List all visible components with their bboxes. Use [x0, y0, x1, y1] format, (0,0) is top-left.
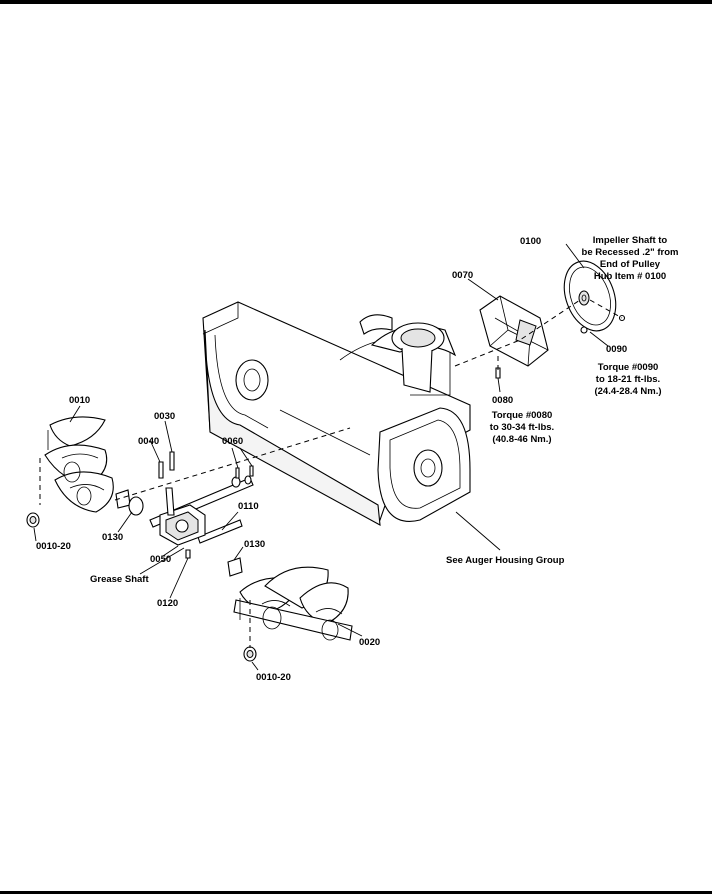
note-torque-0080-line-3: (40.8-46 Nm.) — [492, 434, 551, 445]
note-torque-0090-line-3: (24.4-28.4 Nm.) — [594, 386, 661, 397]
callout-0050: 0050 — [150, 554, 171, 565]
note-torque-0090-line-1: Torque #0090 — [598, 362, 659, 373]
callout-0110: 0110 — [238, 501, 259, 512]
note-auger-housing: See Auger Housing Group — [446, 555, 565, 566]
bottom-rule — [0, 891, 712, 894]
pins-0060 — [235, 465, 254, 479]
auger-0010 — [44, 416, 131, 513]
callout-0130-left: 0130 — [102, 532, 123, 543]
note-grease-shaft: Grease Shaft — [90, 574, 149, 585]
note-torque-0090-line-2: to 18-21 ft-lbs. — [596, 374, 660, 385]
bolt-0040 — [158, 461, 164, 479]
pulley-0100 — [563, 260, 617, 332]
note-torque-0080-line-2: to 30-34 ft-lbs. — [490, 422, 554, 433]
callout-0010-20-bottom: 0010-20 — [256, 672, 291, 683]
note-torque-0080-line-1: Torque #0080 — [492, 410, 553, 421]
bearing-0130-left — [128, 496, 144, 516]
bearing-0130-right — [227, 557, 243, 577]
callout-0030: 0030 — [154, 411, 175, 422]
callout-0130-right: 0130 — [244, 539, 265, 550]
note-impeller-line-2: be Recessed .2" from — [582, 247, 679, 258]
callout-0100: 0100 — [520, 236, 541, 247]
callout-0060: 0060 — [222, 436, 243, 447]
callout-0040: 0040 — [138, 436, 159, 447]
alignment-lines — [39, 299, 623, 648]
fitting-0120 — [185, 549, 191, 559]
note-impeller-line-3: End of Pulley — [600, 259, 661, 270]
nut-0010-20-left — [26, 512, 40, 528]
auger-0020 — [233, 566, 353, 641]
note-impeller-line-4: Hub Item # 0100 — [594, 271, 666, 282]
callout-0090: 0090 — [606, 344, 627, 355]
impeller-0070 — [479, 295, 549, 367]
auger-housing — [202, 301, 471, 526]
bolt-0080 — [495, 367, 501, 379]
nut-0010-20-bottom — [243, 646, 257, 662]
callout-0120: 0120 — [157, 598, 178, 609]
gear-case-0050 — [159, 487, 206, 546]
leader-lines — [33, 243, 609, 671]
bolt-0030 — [169, 451, 175, 471]
bolt-0090 — [580, 314, 626, 334]
note-impeller-line-1: Impeller Shaft to — [593, 235, 668, 246]
top-rule — [0, 0, 712, 4]
callout-0080: 0080 — [492, 395, 513, 406]
callout-0010-20-left: 0010-20 — [36, 541, 71, 552]
callout-0020: 0020 — [359, 637, 380, 648]
callout-0070: 0070 — [452, 270, 473, 281]
callout-0010: 0010 — [69, 395, 90, 406]
